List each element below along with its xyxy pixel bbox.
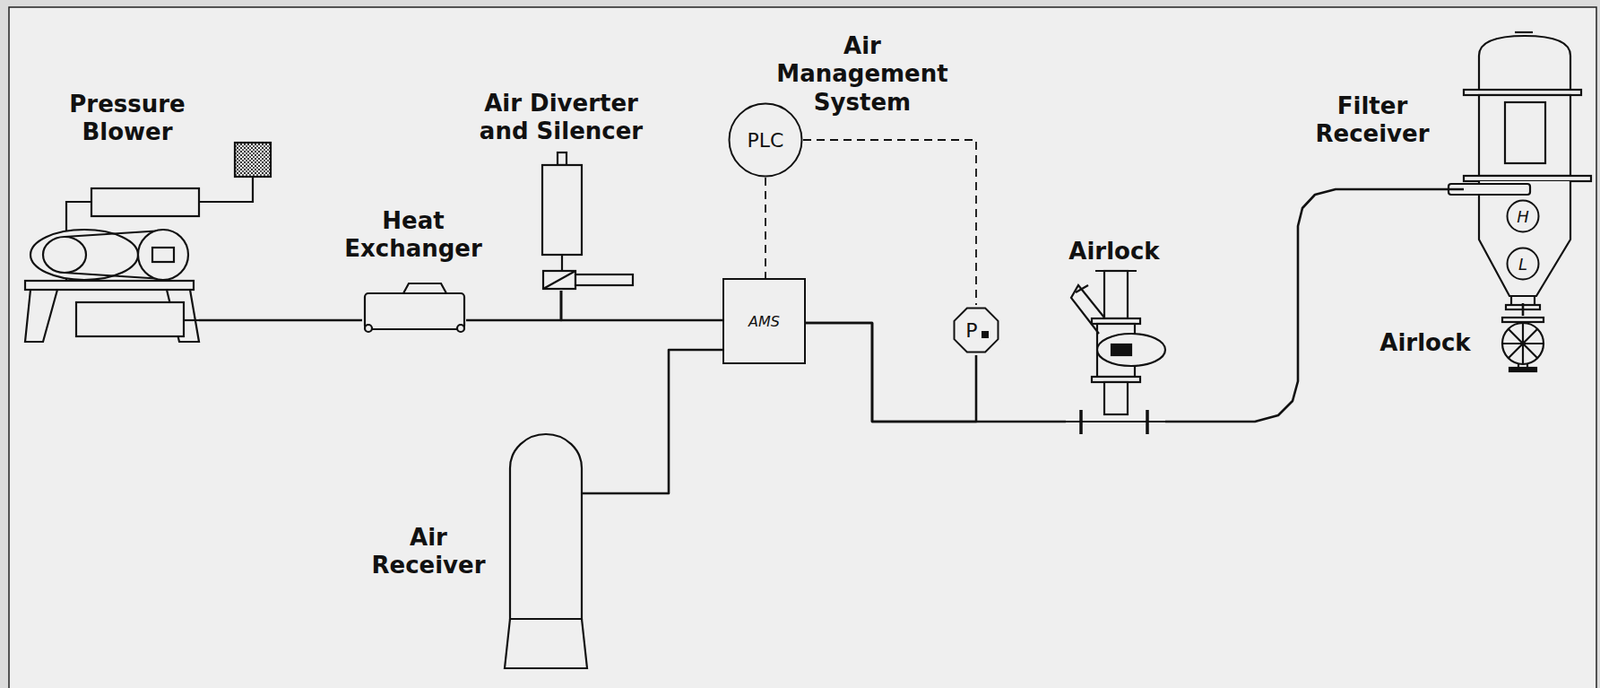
symbol-letter: AMS: [748, 312, 780, 330]
conveying-pipe: [581, 349, 723, 493]
equipment-label: Air Diverter and Silencer: [469, 89, 654, 146]
symbol-letter: PLC: [747, 129, 785, 152]
conveying-pipe: [561, 290, 723, 320]
bottom-airlock: Airlock: [1499, 315, 1547, 370]
rotary-airlock-illustration: [1065, 270, 1166, 434]
equipment-label: Heat Exchanger: [335, 207, 493, 263]
conveying-pipe: [1165, 189, 1464, 422]
frame-panel: [8, 7, 1597, 688]
equipment-label: Pressure Blower: [51, 90, 204, 147]
signal-line: [803, 139, 977, 305]
conveying-pipe: [198, 319, 363, 322]
air-receiver-illustration: [504, 433, 588, 668]
symbol-letter: L: [1518, 254, 1528, 274]
equipment-label: Air Receiver: [361, 523, 496, 580]
ams-box: AMS: [722, 277, 806, 364]
conveying-pipe: [1522, 302, 1525, 316]
conveying-pipe: [805, 322, 1066, 422]
filter-receiver: Filter ReceiverHL: [1463, 34, 1582, 303]
equipment-label: Airlock: [1357, 328, 1493, 357]
low-level-probe: L: [1505, 246, 1540, 281]
air-receiver: Air Receiver: [504, 433, 582, 668]
equipment-label: Filter Receiver: [1305, 92, 1440, 148]
equipment-label: Airlock: [1046, 237, 1182, 266]
bottom-airlock-illustration: [1502, 317, 1544, 372]
signal-line: [764, 177, 767, 278]
symbol-letter: P: [965, 319, 978, 342]
conveying-pipe: [805, 322, 977, 422]
filter-receiver-illustration: [1448, 32, 1592, 310]
symbol-letter: H: [1516, 207, 1530, 226]
heat-exchanger: Heat Exchanger: [362, 281, 467, 334]
plc-controller: Air Management SystemPLC: [727, 102, 804, 178]
pressure-transmitter: P: [951, 304, 1002, 355]
high-level-probe: H: [1505, 198, 1540, 234]
pressure-blower: Pressure Blower: [25, 143, 199, 342]
air-diverter: Air Diverter and Silencer: [540, 150, 634, 291]
equipment-label: Air Management System: [763, 32, 961, 117]
blower-illustration: [25, 142, 271, 342]
rotary-airlock: Airlock: [1065, 268, 1166, 434]
conveying-pipe: [466, 290, 562, 320]
heat-exchanger-illustration: [364, 283, 465, 332]
diverter-illustration: [542, 152, 633, 289]
